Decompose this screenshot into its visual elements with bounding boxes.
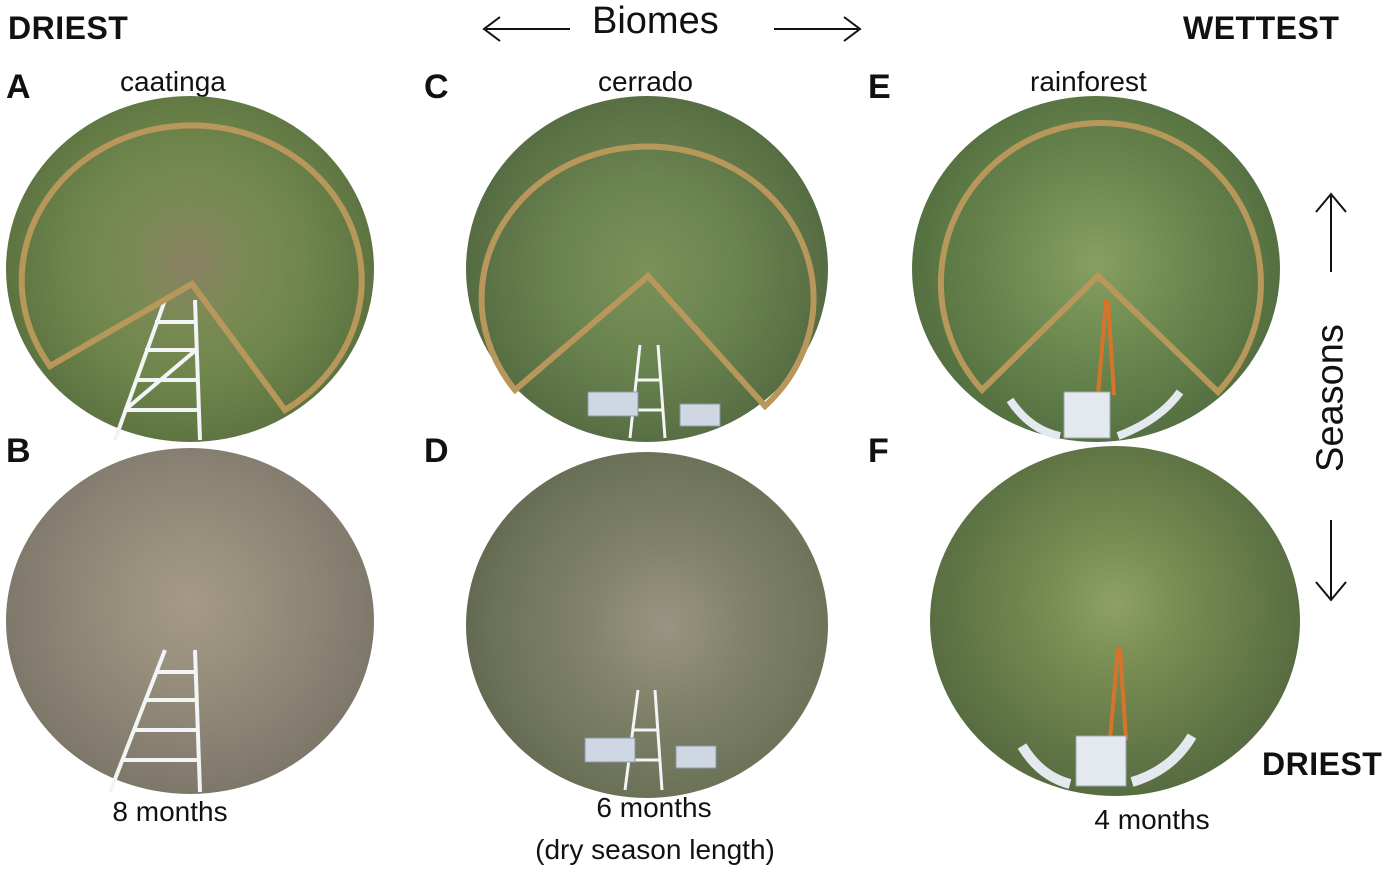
photo-rainforest-dry <box>930 446 1300 796</box>
biomes-left-arrow <box>482 16 570 42</box>
seasons-up-arrow <box>1315 192 1347 272</box>
photo-caatinga-wet <box>6 96 374 442</box>
biomes-right-arrow <box>774 16 862 42</box>
driest-label-top: DRIEST <box>8 10 129 46</box>
panel-letter-c: C <box>424 68 449 106</box>
biome-name-cerrado: cerrado <box>598 66 693 97</box>
panel-letter-b: B <box>6 432 31 470</box>
caption-cerrado-note: (dry season length) <box>535 834 775 865</box>
photo-cerrado-wet <box>466 96 828 442</box>
caption-cerrado: 6 months <box>596 792 712 823</box>
caption-caatinga: 8 months <box>112 796 228 827</box>
panel-letter-e: E <box>868 68 891 106</box>
photo-cerrado-dry <box>466 452 828 798</box>
wettest-label: WETTEST <box>1183 10 1340 46</box>
biome-name-rainforest: rainforest <box>1030 66 1147 97</box>
photo-caatinga-dry <box>6 448 374 794</box>
panel-letter-a: A <box>6 68 31 106</box>
seasons-label: Seasons <box>1309 324 1352 472</box>
driest-label-bottom: DRIEST <box>1262 746 1383 782</box>
biomes-label: Biomes <box>592 0 719 42</box>
panel-letter-d: D <box>424 432 449 470</box>
panel-letter-f: F <box>868 432 889 470</box>
biome-name-caatinga: caatinga <box>120 66 226 97</box>
seasons-down-arrow <box>1315 520 1347 602</box>
photo-rainforest-wet <box>912 96 1280 442</box>
caption-rainforest: 4 months <box>1094 804 1210 835</box>
